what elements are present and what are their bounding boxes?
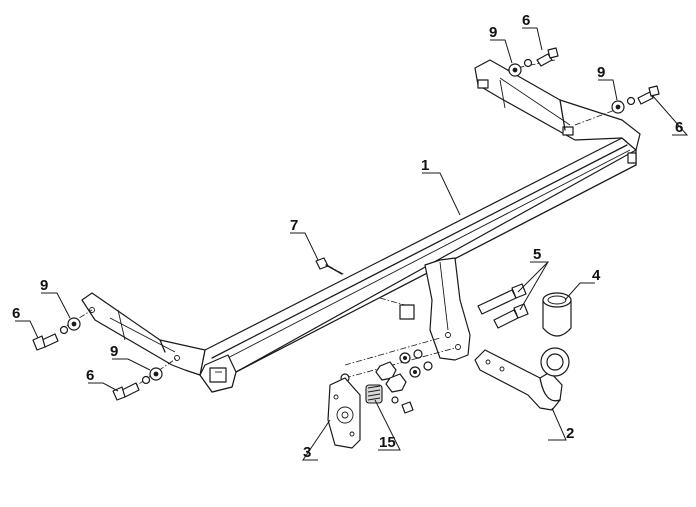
spring-15 [365,384,383,404]
callout-2: 2 [566,425,574,442]
callout-9-right: 9 [597,64,605,81]
bolt-set-left-b [112,367,163,401]
callout-labels: 1 2 3 4 5 6 6 6 6 7 9 9 9 9 15 [12,12,683,461]
bolt-set-left-a [32,317,81,351]
callout-6-top: 6 [522,12,530,29]
right-side-bracket [474,59,641,164]
leader-lines [15,27,689,461]
left-side-bracket [81,292,206,376]
callout-9-left: 9 [40,277,48,294]
bolt-set-top-b [611,85,660,114]
callout-6-left: 6 [12,305,20,322]
callout-7: 7 [290,217,298,234]
callout-15: 15 [379,434,396,451]
callout-3: 3 [303,444,311,461]
nut-washer-stack [340,349,433,414]
callout-5: 5 [533,246,541,263]
bolt-set-top-a [508,47,559,77]
tow-ball-neck [474,347,570,411]
ball-cap [542,292,572,337]
callout-9-top: 9 [489,24,497,41]
callout-6-bottom-left: 6 [86,367,94,384]
bolts-5 [477,283,529,329]
callout-9-bottom-left: 9 [110,343,118,360]
callout-4: 4 [592,267,601,284]
callout-1: 1 [421,157,429,174]
bolt-7 [315,257,343,275]
socket-plate [327,377,361,449]
centre-mounting-plate [399,257,471,361]
callout-6-right: 6 [675,119,683,136]
